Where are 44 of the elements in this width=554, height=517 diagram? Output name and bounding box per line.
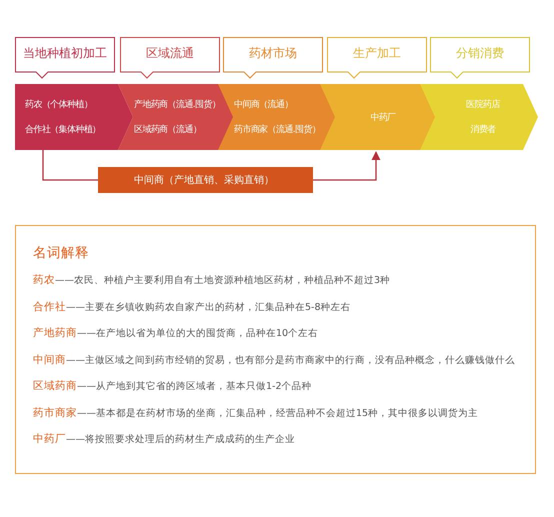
glossary-term: 产地药商 (33, 327, 77, 339)
chevron-label: 医院药店 (466, 98, 500, 111)
glossary-definition: ——将按照要求处理后的药材生产成成药的生产企业 (66, 434, 295, 445)
chevron-label: 中药厂 (370, 112, 396, 124)
glossary-definition: ——在产地以省为单位的大的囤货商，品种在10个左右 (77, 328, 318, 339)
glossary-definition: ——主要在乡镇收购药农自家产出的药材，汇集品种在5-8种左右 (66, 302, 351, 312)
chevron-label: 药市商家（流通.囤货） (234, 124, 320, 136)
bar-label: 中间商（产地直销、采购直销） (134, 174, 274, 187)
connector-line (42, 150, 98, 181)
stage-band (420, 84, 538, 150)
stage-title: 生产加工 (353, 45, 401, 62)
callout-box (120, 37, 220, 79)
chevron-label: 产地药商（流通.囤货） (134, 98, 220, 111)
stage-band (15, 84, 133, 150)
glossary-panel (15, 225, 536, 474)
glossary-term: 区域药商 (33, 380, 77, 392)
glossary-term: 中间商 (33, 354, 66, 366)
glossary-term: 药市商家 (33, 406, 77, 418)
glossary-definition: ——主做区域之间到药市经销的贸易，也有部分是药市商家中的行商，没有品种概念，什么赚钱做什么 (66, 354, 515, 366)
stage-band (118, 84, 236, 150)
stage-band (218, 84, 336, 150)
callout-box (15, 37, 115, 79)
glossary-definition: ——基本都是在药材市场的坐商，汇集品种，经营品种不会超过15种，其中很多以调货为主 (77, 408, 478, 418)
chevron-label: 区域药商（流通） (134, 124, 202, 136)
callout-box (430, 37, 530, 79)
chevron-label: 药农（个体种植） (25, 98, 92, 111)
channel-bar (98, 167, 313, 193)
glossary-definition: ——从产地到其它省的跨区域者，基本只做1-2个品种 (77, 381, 312, 392)
stage-title: 药材市场 (249, 45, 297, 62)
stage-title: 区域流通 (146, 45, 194, 62)
chevron-label: 消费者 (470, 124, 496, 136)
stage-title: 当地种植初加工 (23, 45, 107, 62)
glossary-term: 药农 (33, 274, 55, 286)
connector-line (313, 151, 381, 181)
stage-title: 分销消费 (456, 45, 504, 62)
callout-box (327, 37, 427, 79)
glossary-term: 合作社 (33, 300, 66, 312)
panel-heading: 名词解释 (33, 244, 89, 262)
chevron-label: 合作社（集体种植） (25, 124, 101, 136)
stage-band (320, 84, 438, 150)
callout-box (223, 37, 323, 79)
glossary-term: 中药厂 (33, 433, 66, 445)
glossary-definition: ——农民、种植户主要利用自有土地资源种植地区药材，种植品种不超过3种 (55, 275, 390, 286)
chevron-label: 中间商（流通） (234, 98, 293, 111)
